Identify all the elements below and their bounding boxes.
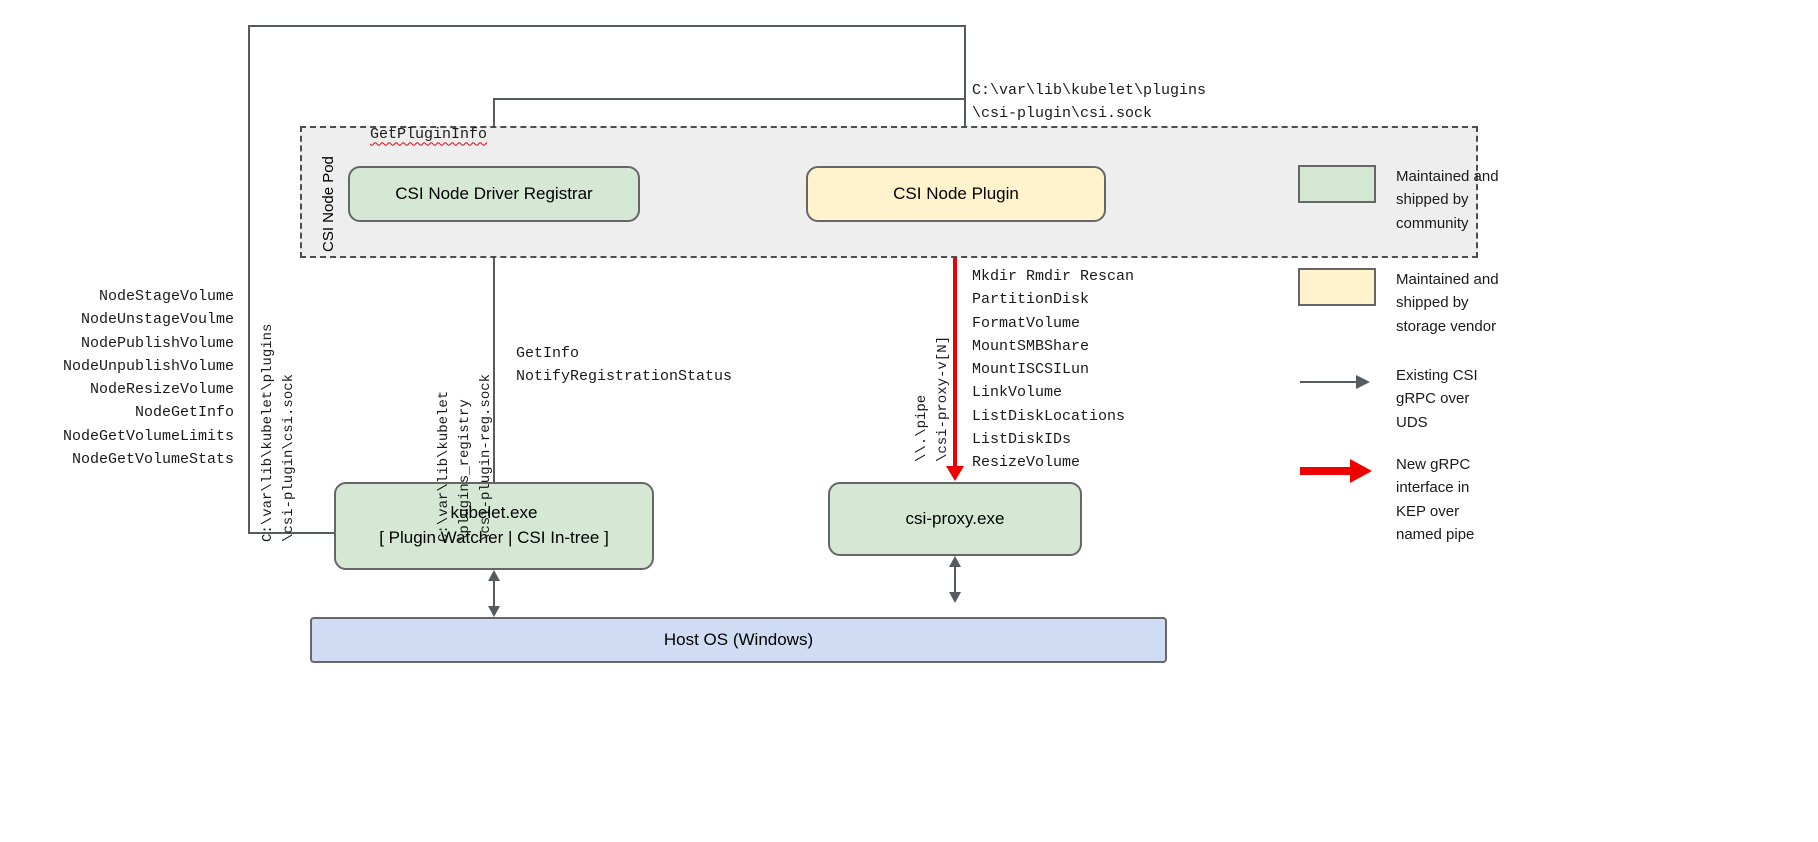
node-csi-node-plugin-label: CSI Node Plugin [893, 183, 1019, 203]
node-kubelet-exe[interactable]: kubelet.exe [ Plugin Watcher | CSI In-tr… [334, 482, 654, 570]
connector-registration-vertical [493, 233, 495, 482]
node-kubelet-label-line2: [ Plugin Watcher | CSI In-tree ] [379, 528, 609, 547]
legend-swatch-green [1298, 165, 1376, 203]
connector-node-service-horizontal-bottom [248, 532, 336, 534]
legend-item-new-grpc: New gRPC interface in KEP over named pip… [1298, 453, 1474, 546]
node-csi-proxy-label: csi-proxy.exe [905, 508, 1005, 528]
connector-node-service-vertical-right [964, 25, 966, 163]
csi-node-pod-label: CSI Node Pod [320, 156, 337, 252]
connector-csiproxy-hostos [954, 566, 956, 596]
arrowhead-kubelet-down [488, 606, 500, 617]
node-csi-node-driver-registrar[interactable]: CSI Node Driver Registrar [348, 166, 640, 222]
label-plugin-socket-path: C:\var\lib\kubelet\plugins \csi-plugin\c… [972, 82, 1207, 123]
legend-label-community: Maintained and shipped by community [1396, 168, 1499, 232]
label-registration-calls: GetInfo NotifyRegistrationStatus [516, 345, 733, 386]
legend-item-community: Maintained and shipped by community [1298, 165, 1499, 235]
label-registry-socket-path-rotated: C:\var\lib\kubelet \plugins_registry \cs… [436, 373, 494, 542]
connector-node-service-horizontal-top [248, 25, 966, 27]
arrowhead-csiproxy-down [949, 592, 961, 603]
connector-node-service-vertical-left [248, 25, 250, 533]
connector-getplugininfo-horizontal [493, 98, 965, 100]
arrowhead-into-csi-proxy [946, 466, 964, 481]
legend-item-storage-vendor: Maintained and shipped by storage vendor [1298, 268, 1499, 338]
connector-new-grpc-red [953, 222, 957, 470]
node-csi-node-driver-registrar-label: CSI Node Driver Registrar [395, 183, 593, 203]
node-host-os[interactable]: Host OS (Windows) [310, 617, 1167, 663]
label-node-service-calls: NodeStageVolume NodeUnstageVoulme NodePu… [62, 288, 234, 468]
arrowhead-kubelet-up [488, 570, 500, 581]
legend-arrow-gray-icon [1298, 364, 1376, 402]
arrowhead-csiproxy-up [949, 556, 961, 567]
legend-label-existing-csi-grpc: Existing CSI gRPC over UDS [1396, 367, 1478, 431]
node-kubelet-label-line1: kubelet.exe [450, 503, 538, 523]
label-proxy-operations: Mkdir Rmdir Rescan PartitionDisk FormatV… [972, 268, 1135, 471]
node-host-os-label: Host OS (Windows) [663, 629, 814, 649]
legend-label-storage-vendor: Maintained and shipped by storage vendor [1396, 271, 1499, 335]
connector-kubelet-hostos [493, 580, 495, 610]
label-csi-socket-path-rotated: C:\var\lib\kubelet\plugins \csi-plugin\c… [260, 323, 297, 542]
label-get-plugin-info-text: GetPluginInfo [370, 126, 488, 144]
legend-item-existing-csi-grpc: Existing CSI gRPC over UDS [1298, 364, 1478, 434]
label-get-plugin-info: GetPluginInfo [334, 100, 487, 170]
legend-swatch-yellow [1298, 268, 1376, 306]
node-csi-proxy-exe[interactable]: csi-proxy.exe [828, 482, 1082, 556]
legend-label-new-grpc: New gRPC interface in KEP over named pip… [1396, 456, 1475, 543]
node-csi-node-plugin[interactable]: CSI Node Plugin [806, 166, 1106, 222]
label-named-pipe-rotated: \\.\pipe \csi-proxy-v[N] [914, 335, 951, 462]
legend-arrow-red-icon [1298, 453, 1376, 491]
